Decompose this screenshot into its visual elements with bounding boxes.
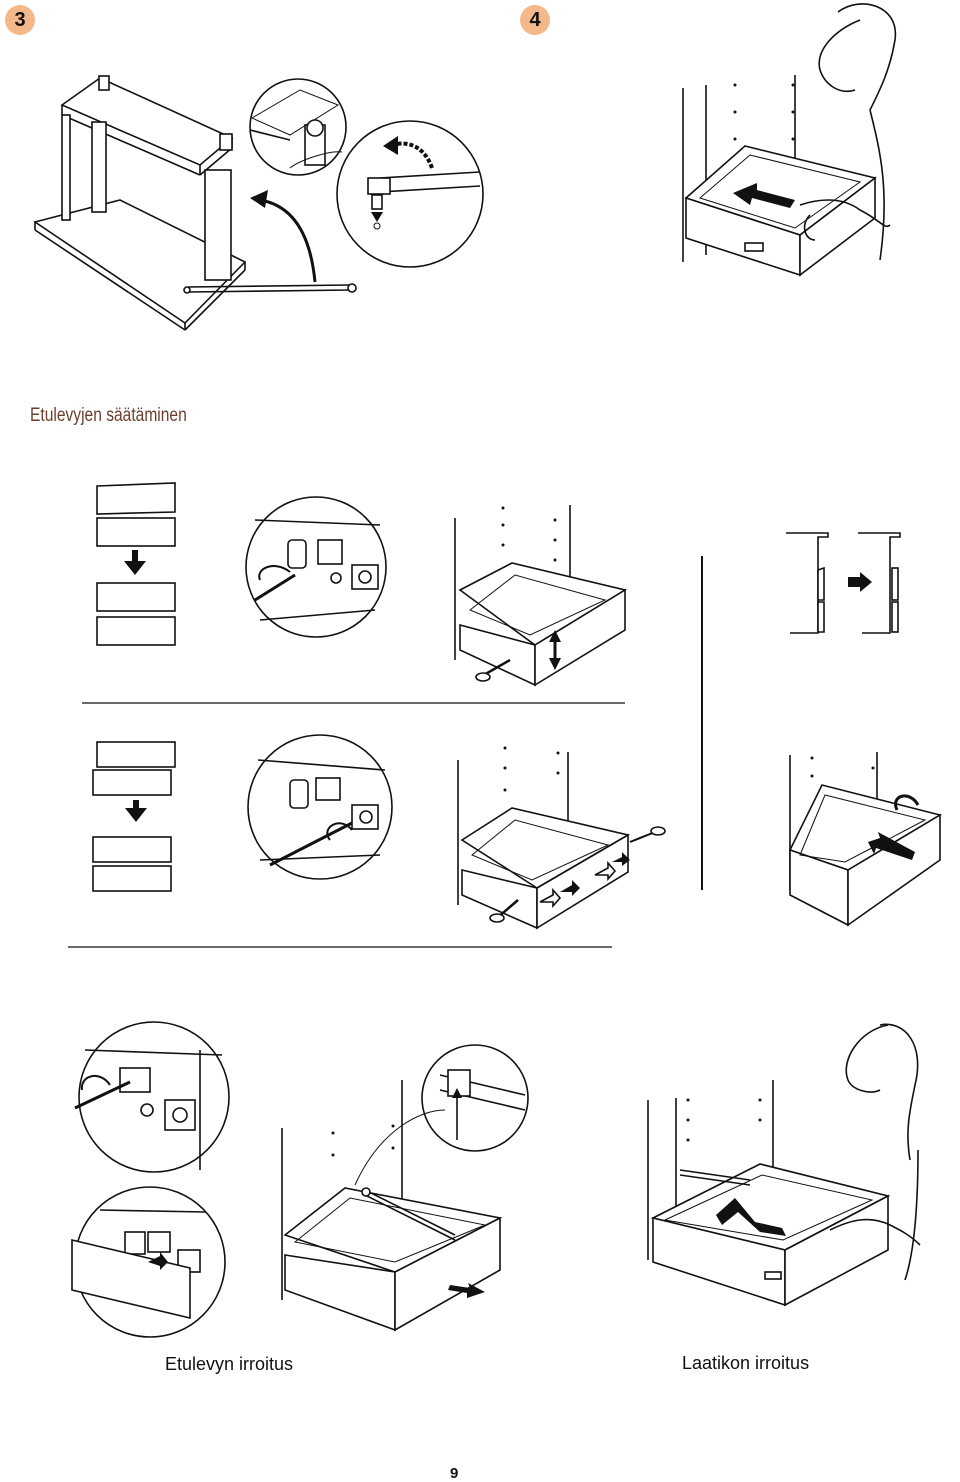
step-4-badge: 4 (520, 5, 550, 35)
front-adjust-heading: Etulevyjen säätäminen (30, 405, 187, 426)
drawer-removal-caption: Laatikon irroitus (682, 1353, 810, 1373)
step-3-badge: 3 (5, 5, 35, 35)
page-number: 9 (450, 1465, 459, 1482)
front-removal-caption: Etulevyn irroitus (165, 1354, 294, 1374)
